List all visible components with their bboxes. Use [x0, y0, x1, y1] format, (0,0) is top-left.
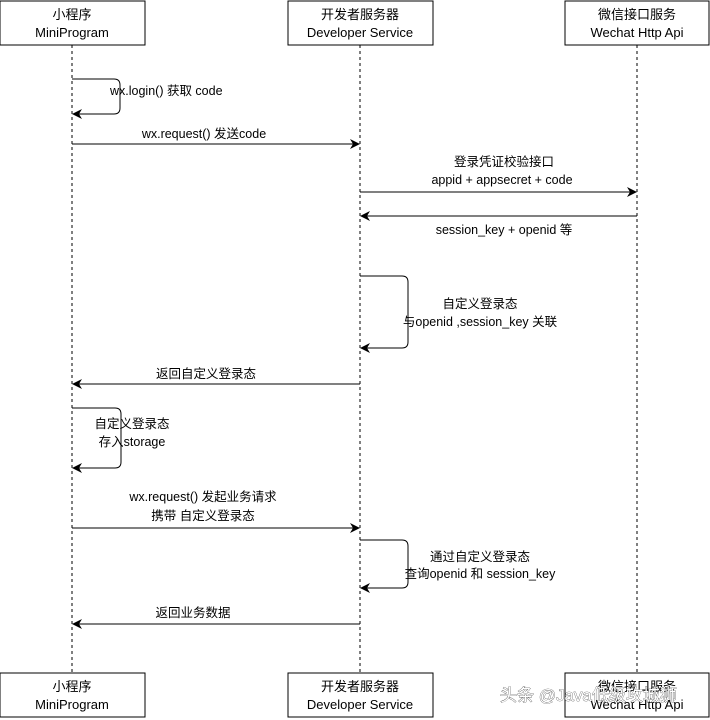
message-label: 自定义登录态 [442, 296, 517, 311]
message-send-code: wx.request() 发送code [72, 126, 360, 149]
participant-developer-service-top: 开发者服务器 Developer Service [287, 0, 434, 46]
message-business-request: wx.request() 发起业务请求 携带 自定义登录态 [72, 489, 360, 533]
message-verify-credentials: 登录凭证校验接口 appid + appsecret + code [360, 154, 637, 197]
participant-name: 微信接口服务 [598, 679, 676, 694]
message-label: 存入storage [99, 435, 166, 449]
message-wx-login: wx.login() 获取 code [72, 78, 223, 119]
participant-wechat-api-bottom: 微信接口服务 Wechat Http Api [564, 672, 710, 718]
message-label: wx.request() 发送code [141, 126, 266, 141]
participant-name: 小程序 [52, 7, 91, 22]
message-label: 查询openid 和 session_key [405, 567, 557, 581]
participant-subtitle: Developer Service [307, 25, 413, 40]
message-query-openid: 通过自定义登录态 查询openid 和 session_key [360, 539, 557, 593]
message-label: session_key + openid 等 [436, 222, 573, 237]
message-label: 携带 自定义登录态 [151, 508, 254, 523]
message-create-custom-state: 自定义登录态 与openid ,session_key 关联 [360, 275, 558, 353]
participant-subtitle: Developer Service [307, 697, 413, 712]
message-label: 返回业务数据 [155, 605, 230, 620]
message-label: 返回自定义登录态 [156, 366, 256, 381]
participant-miniprogram-bottom: 小程序 MiniProgram [0, 672, 146, 718]
participant-name: 微信接口服务 [598, 7, 676, 22]
participant-name: 开发者服务器 [321, 679, 399, 694]
participant-subtitle: Wechat Http Api [591, 697, 684, 712]
participant-developer-service-bottom: 开发者服务器 Developer Service [287, 672, 434, 718]
message-label: wx.login() 获取 code [109, 84, 223, 98]
message-label: 登录凭证校验接口 [454, 154, 554, 169]
message-label: 通过自定义登录态 [430, 549, 530, 564]
participant-wechat-api-top: 微信接口服务 Wechat Http Api [564, 0, 710, 46]
message-label: wx.request() 发起业务请求 [128, 489, 277, 504]
message-session-key-return: session_key + openid 等 [360, 211, 637, 237]
participant-name: 开发者服务器 [321, 7, 399, 22]
participant-name: 小程序 [52, 679, 91, 694]
message-label: 与openid ,session_key 关联 [403, 315, 558, 329]
watermark-text: 头条 @Java低级攻城狮 [500, 686, 677, 705]
message-return-custom-state: 返回自定义登录态 [72, 366, 360, 389]
participant-subtitle: MiniProgram [35, 697, 109, 712]
message-store-storage: 自定义登录态 存入storage [72, 407, 170, 473]
participant-subtitle: MiniProgram [35, 25, 109, 40]
participant-subtitle: Wechat Http Api [591, 25, 684, 40]
participant-miniprogram-top: 小程序 MiniProgram [0, 0, 146, 46]
message-label: 自定义登录态 [94, 416, 169, 431]
message-label: appid + appsecret + code [431, 173, 572, 187]
message-return-business-data: 返回业务数据 [72, 605, 360, 629]
